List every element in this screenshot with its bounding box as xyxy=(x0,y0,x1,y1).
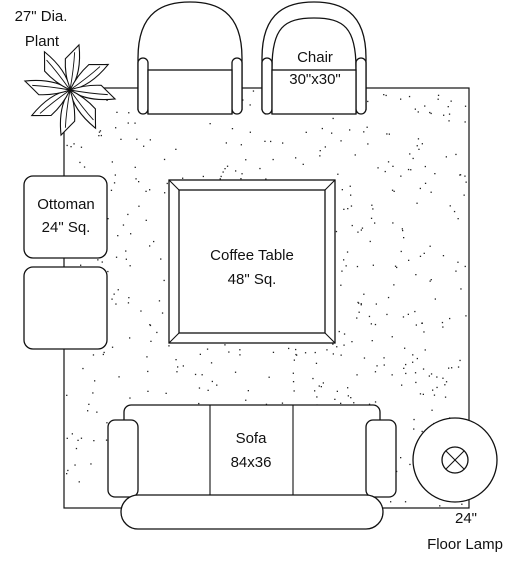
chair-left xyxy=(137,1,243,115)
sofa-label: Sofa xyxy=(236,430,268,447)
coffee-table-size-label: 48" Sq. xyxy=(228,271,277,288)
ottoman-label: Ottoman xyxy=(37,196,95,213)
coffee-table: Coffee Table 48" Sq. xyxy=(168,179,336,344)
plant-size-label: 27" Dia. xyxy=(15,8,68,25)
ottoman-size-label: 24" Sq. xyxy=(42,219,91,236)
coffee-table-label: Coffee Table xyxy=(210,247,294,264)
lamp-bulb-icon xyxy=(441,446,469,474)
floor-lamp-size-label: 24" xyxy=(455,510,477,527)
sofa: Sofa 84x36 xyxy=(107,404,397,530)
chair-size-label: 30"x30" xyxy=(289,71,341,88)
ottoman-bottom xyxy=(23,266,108,350)
floor-lamp-label: Floor Lamp xyxy=(427,536,503,553)
floor-lamp: 24" Floor Lamp xyxy=(412,417,503,553)
ottoman-top: Ottoman 24" Sq. xyxy=(23,175,108,259)
plant-leaves-icon xyxy=(23,43,117,137)
chair-right: Chair 30"x30" xyxy=(261,1,367,115)
chair-label: Chair xyxy=(297,49,333,66)
plant-name-label: Plant xyxy=(25,33,60,50)
sofa-size-label: 84x36 xyxy=(231,454,272,471)
plant: 27" Dia. Plant xyxy=(15,8,117,137)
